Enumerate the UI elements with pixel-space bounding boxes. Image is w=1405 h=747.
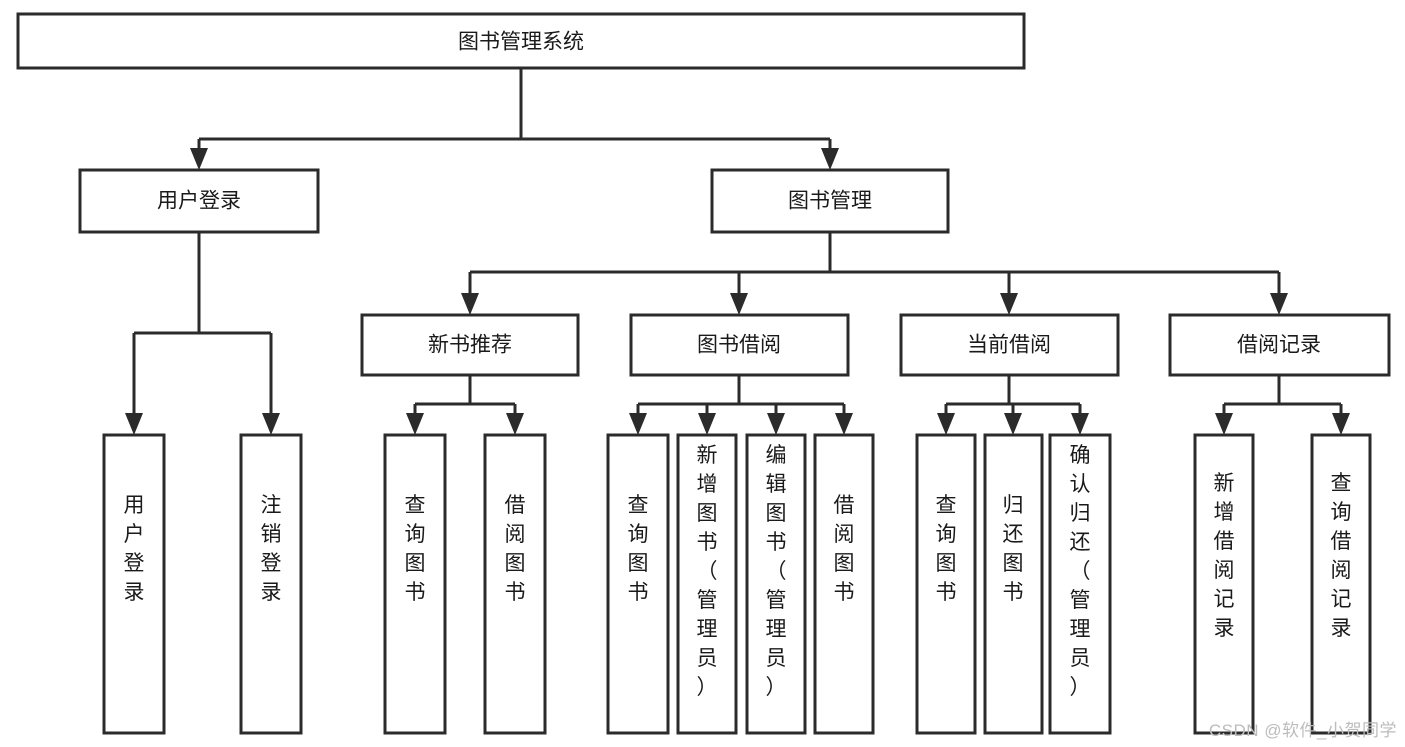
node-current-borrow-label: 当前借阅 <box>967 334 1051 357</box>
leaf-user-login-label: 用户登录 <box>124 494 145 604</box>
leaf-query-book-borrow-label: 查询图书 <box>628 494 649 604</box>
leaf-query-book-borrow-box[interactable] <box>606 433 670 735</box>
node-user-login-label: 用户登录 <box>157 190 241 213</box>
leaf-user-login[interactable]: 用户登录 <box>102 433 166 735</box>
arrow-head-borrow-leaf-4 <box>835 413 853 435</box>
arrow-head-current-leaf-3 <box>1071 413 1089 435</box>
leaf-edit-book-admin-box[interactable] <box>745 433 807 735</box>
arrow-head-leaf-logout <box>262 413 280 435</box>
arrow-head-borrow-leaf-3 <box>767 413 785 435</box>
leaf-query-book-current-box[interactable] <box>915 433 977 735</box>
leaf-logout-box[interactable] <box>239 433 303 735</box>
leaf-borrow-book-newrec-label: 借阅图书 <box>505 494 526 604</box>
leaf-borrow-book-borrow-box[interactable] <box>813 433 875 735</box>
connector-layer <box>125 68 1350 435</box>
node-new-book-recommend-box[interactable] <box>360 313 580 377</box>
arrow-head-record-leaf-1 <box>1215 413 1233 435</box>
leaf-add-borrow-record-label: 新增借阅记录 <box>1214 472 1235 640</box>
leaf-user-login-box[interactable] <box>102 433 166 735</box>
leaf-borrow-book-borrow[interactable]: 借阅图书 <box>813 433 875 735</box>
leaf-query-borrow-record-box[interactable] <box>1310 433 1372 735</box>
node-root-box[interactable] <box>16 12 1026 70</box>
leaf-confirm-return-admin[interactable]: 确认归还（管理员） <box>1048 433 1112 735</box>
node-borrow-record-box[interactable] <box>1168 313 1391 377</box>
leaf-query-book-newrec[interactable]: 查询图书 <box>383 433 447 735</box>
leaf-confirm-return-admin-label: 确认归还（管理员） <box>1070 444 1091 699</box>
leaf-add-book-admin-label: 新增图书（管理员） <box>697 444 718 699</box>
leaf-add-book-admin[interactable]: 新增图书（管理员） <box>676 433 738 735</box>
leaf-return-book-label: 归还图书 <box>1003 494 1024 604</box>
leaf-logout[interactable]: 注销登录 <box>239 433 303 735</box>
leaf-logout-label: 注销登录 <box>261 494 282 604</box>
node-book-management[interactable]: 图书管理 <box>710 168 950 234</box>
arrow-head-record-leaf-2 <box>1332 413 1350 435</box>
node-book-borrow-label: 图书借阅 <box>697 334 781 357</box>
arrow-head-borrow-leaf-2 <box>698 413 716 435</box>
arrow-head-newbook-leaf-1 <box>406 413 424 435</box>
leaf-return-book[interactable]: 归还图书 <box>983 433 1044 735</box>
leaf-query-borrow-record[interactable]: 查询借阅记录 <box>1310 433 1372 735</box>
arrow-head-user-login <box>190 148 208 170</box>
arrow-head-borrow-record <box>1270 293 1288 315</box>
node-borrow-record[interactable]: 借阅记录 <box>1168 313 1391 377</box>
leaf-query-book-borrow[interactable]: 查询图书 <box>606 433 670 735</box>
leaf-query-borrow-record-label: 查询借阅记录 <box>1331 472 1352 640</box>
leaf-query-book-current-label: 查询图书 <box>936 494 957 604</box>
node-current-borrow[interactable]: 当前借阅 <box>899 313 1120 377</box>
arrow-head-newbook-leaf-2 <box>506 413 524 435</box>
leaf-query-book-newrec-box[interactable] <box>383 433 447 735</box>
node-new-book-recommend-label: 新书推荐 <box>428 334 512 357</box>
arrow-head-current-leaf-1 <box>937 413 955 435</box>
leaf-add-book-admin-box[interactable] <box>676 433 738 735</box>
leaf-query-book-newrec-label: 查询图书 <box>405 494 426 604</box>
arrow-head-book-mgmt <box>821 148 839 170</box>
node-new-book-recommend[interactable]: 新书推荐 <box>360 313 580 377</box>
node-root-label: 图书管理系统 <box>458 31 584 54</box>
leaf-edit-book-admin-label: 编辑图书（管理员） <box>766 444 787 699</box>
leaf-borrow-book-borrow-label: 借阅图书 <box>834 494 855 604</box>
node-book-borrow-box[interactable] <box>629 313 850 377</box>
leaf-borrow-book-newrec[interactable]: 借阅图书 <box>483 433 547 735</box>
arrow-head-current-borrow <box>1000 293 1018 315</box>
leaf-add-borrow-record[interactable]: 新增借阅记录 <box>1193 433 1255 735</box>
leaf-edit-book-admin[interactable]: 编辑图书（管理员） <box>745 433 807 735</box>
leaf-query-book-current[interactable]: 查询图书 <box>915 433 977 735</box>
arrow-head-leaf-user-login <box>125 413 143 435</box>
leaf-return-book-box[interactable] <box>983 433 1044 735</box>
node-book-borrow[interactable]: 图书借阅 <box>629 313 850 377</box>
node-root[interactable]: 图书管理系统 <box>16 12 1026 70</box>
node-book-management-box[interactable] <box>710 168 950 234</box>
leaf-confirm-return-admin-box[interactable] <box>1048 433 1112 735</box>
node-user-login-box[interactable] <box>78 168 320 234</box>
leaf-add-borrow-record-box[interactable] <box>1193 433 1255 735</box>
node-book-management-label: 图书管理 <box>788 190 872 213</box>
arrow-head-current-leaf-2 <box>1004 413 1022 435</box>
node-current-borrow-box[interactable] <box>899 313 1120 377</box>
arrow-head-new-book-rec <box>461 293 479 315</box>
arrow-head-book-borrow <box>730 293 748 315</box>
node-user-login[interactable]: 用户登录 <box>78 168 320 234</box>
node-borrow-record-label: 借阅记录 <box>1237 334 1321 357</box>
arrow-head-borrow-leaf-1 <box>629 413 647 435</box>
leaf-borrow-book-newrec-box[interactable] <box>483 433 547 735</box>
